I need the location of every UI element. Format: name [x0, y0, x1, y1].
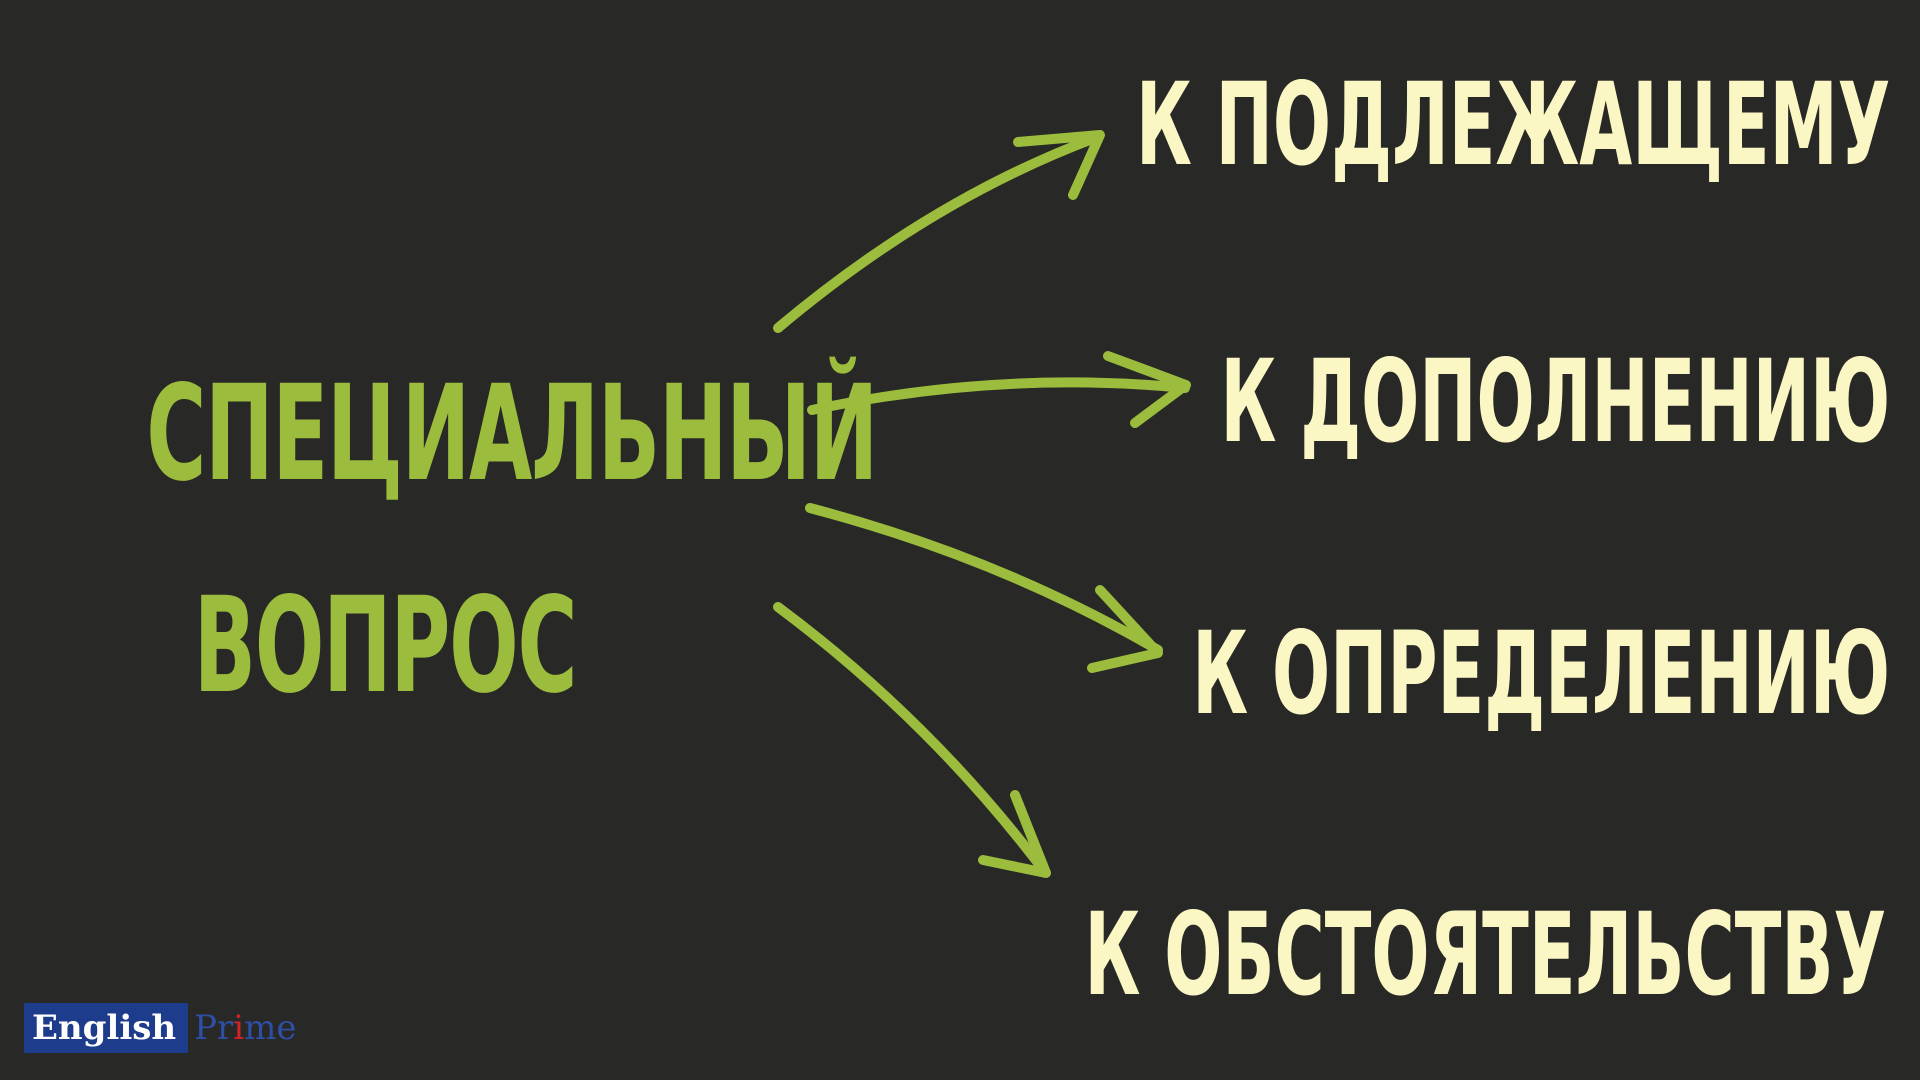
english-prime-logo: English Prime	[24, 1003, 303, 1053]
arrow-to-subject-head	[1013, 130, 1105, 200]
arrow-to-adverbial-head	[978, 790, 1051, 878]
arrow-to-subject-shaft	[773, 133, 1100, 333]
target-object: К ДОПОЛНЕНИЮ	[1220, 335, 1890, 468]
logo-prime-end: me	[244, 1008, 297, 1048]
arrow-to-object-head	[1103, 351, 1191, 428]
arrow-to-attribute	[805, 503, 1163, 673]
arrow-to-subject	[773, 130, 1105, 333]
logo-prime-start: Pr	[194, 1008, 234, 1048]
target-subject: К ПОДЛЕЖАЩЕМУ	[1135, 58, 1890, 191]
arrow-to-adverbial	[773, 602, 1051, 878]
arrow-to-object-shaft	[807, 377, 1190, 415]
target-adverbial: К ОБСТОЯТЕЛЬСТВУ	[1084, 888, 1886, 1021]
arrow-to-adverbial-shaft	[773, 602, 1050, 877]
logo-english-text: English	[24, 1003, 189, 1053]
target-attribute: К ОПРЕДЕЛЕНИЮ	[1192, 607, 1890, 740]
arrow-to-object	[807, 351, 1191, 428]
logo-prime-text: Prime	[188, 1003, 303, 1053]
source-label-line-2: ВОПРОС	[193, 569, 578, 723]
arrow-to-attribute-head	[1087, 585, 1163, 673]
logo-prime-accent: i	[233, 1008, 245, 1048]
arrow-to-attribute-shaft	[805, 503, 1163, 655]
